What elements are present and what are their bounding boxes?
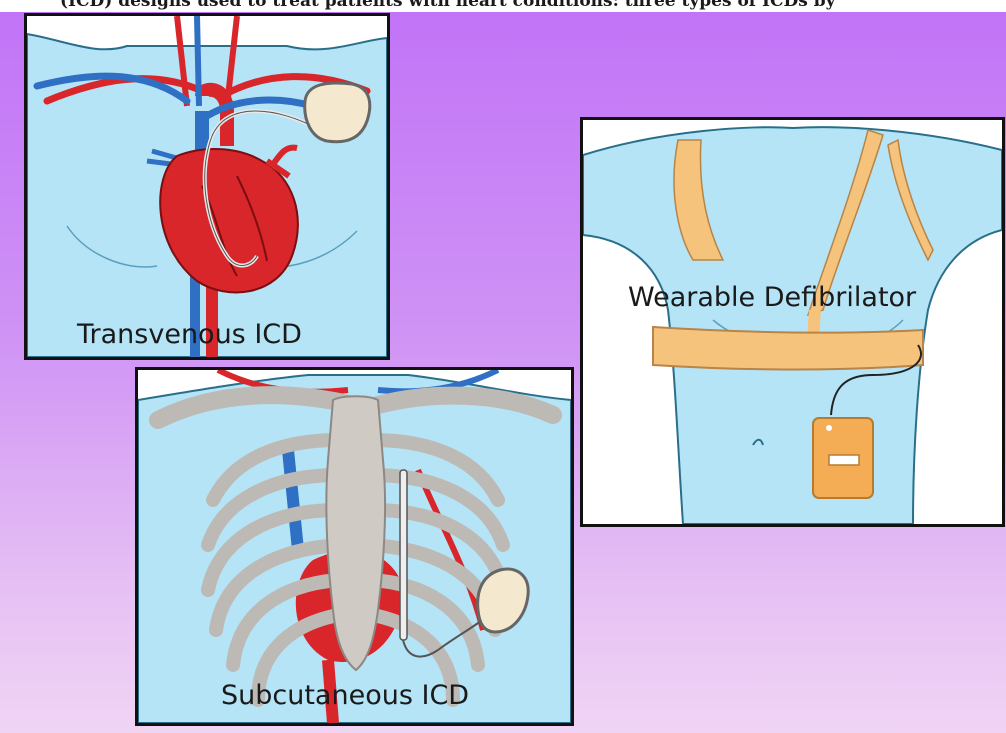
header-bar: (ICD) designs used to treat patients wit… (0, 0, 1006, 12)
transvenous-icd-panel: Transvenous ICD (24, 13, 390, 360)
icd-lead (400, 470, 407, 640)
wearable-illustration (583, 120, 1002, 524)
subcutaneous-icd-panel: Subcutaneous ICD (135, 367, 574, 726)
panel-label: Subcutaneous ICD (221, 680, 469, 711)
wearable-defibrillator-panel: Wearable Defibrilator (580, 117, 1005, 527)
panel-label: Transvenous ICD (77, 319, 302, 350)
transvenous-illustration (27, 16, 387, 357)
device-display (829, 455, 859, 465)
icd-generator (305, 83, 370, 142)
belt (653, 327, 923, 370)
subcutaneous-illustration (138, 370, 571, 723)
header-text: (ICD) designs used to treat patients wit… (60, 0, 836, 11)
panel-label: Wearable Defibrilator (628, 282, 916, 313)
